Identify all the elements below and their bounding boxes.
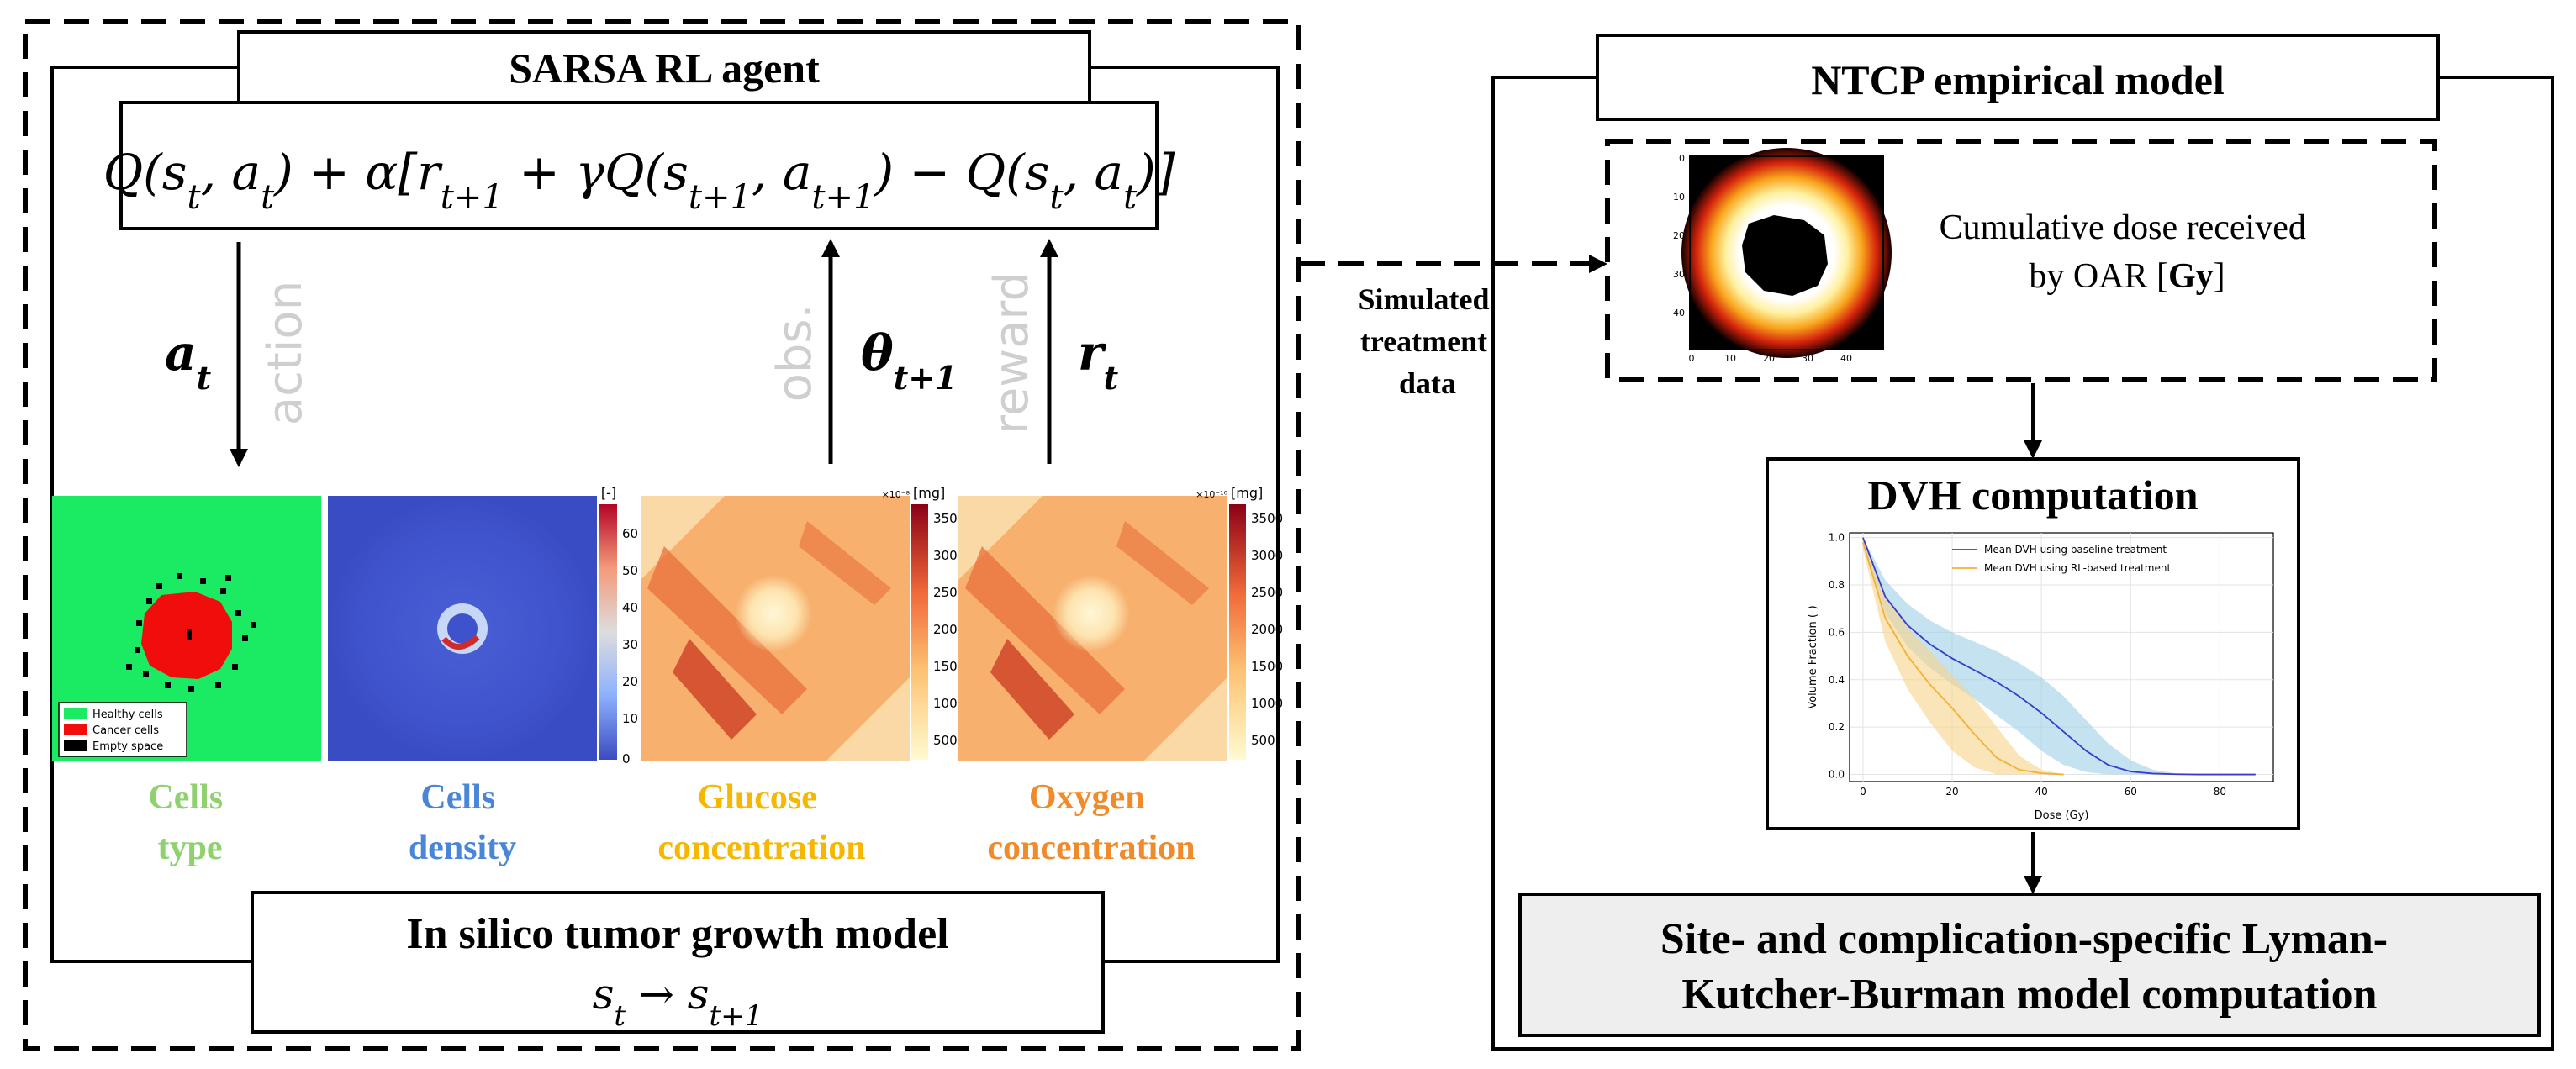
lkb-title: Site- and complication-specific Lyman- K… xyxy=(1660,915,2399,1019)
obs-symbol: θt+1 xyxy=(861,324,958,397)
dvh-x-tick-60: 60 xyxy=(2125,786,2137,798)
density-colorbar-unit: [-] xyxy=(601,485,616,501)
ntcp-title: NTCP empirical model xyxy=(1811,56,2225,103)
dose-map-box xyxy=(1605,139,2437,382)
simulated-data-label: Simulated treatment data xyxy=(1358,282,1497,400)
obs-label: obs. xyxy=(768,304,822,403)
glucose-tick-3000: 3000 xyxy=(933,548,965,563)
equation-box xyxy=(119,101,1159,230)
glucose-tick-1000: 1000 xyxy=(933,696,965,711)
dose-map-x-tick-40: 40 xyxy=(1840,353,1852,364)
dvh-chart: 0 20 40 60 80 0.0 0.2 0.4 0.6 0.8 1.0 Dose (Gy) Vo… xyxy=(1807,532,2274,822)
glucose-colorbar-exp: ×10⁻⁸ xyxy=(882,489,911,500)
sarsa-equation: Q(st, at) + α[rt+1 + γQ(st+1, at+1) − Q(… xyxy=(103,144,1175,217)
dose-map-x-tick-10: 10 xyxy=(1724,353,1736,364)
dvh-y-tick-0.4: 0.4 xyxy=(1829,674,1845,686)
dvh-y-tick-1.0: 1.0 xyxy=(1829,532,1845,544)
oxygen-colorbar-unit: [mg] xyxy=(1231,485,1263,501)
density-tick-30: 30 xyxy=(622,637,638,652)
dose-map-y-tick-30: 30 xyxy=(1673,269,1685,280)
dose-map-y-tick-40: 40 xyxy=(1673,308,1685,319)
glucose-tick-2500: 2500 xyxy=(933,585,965,600)
density-colorbar xyxy=(599,504,617,760)
glucose-tick-500: 500 xyxy=(933,733,958,748)
glucose-colorbar-unit: [mg] xyxy=(913,485,945,501)
oxygen-tick-1500: 1500 xyxy=(1251,659,1283,674)
tumor-model-title: In silico tumor growth model xyxy=(406,910,948,958)
cells-type-legend: Healthy cells Cancer cells Empty space xyxy=(58,702,187,757)
cells-density-label: Cells density xyxy=(409,778,516,867)
dvh-x-tick-40: 40 xyxy=(2035,786,2047,798)
action-label: action xyxy=(258,281,313,425)
cells-type-label: Cells type xyxy=(148,778,231,867)
dvh-x-axis-label: Dose (Gy) xyxy=(2035,809,2089,822)
glucose-tick-3500: 3500 xyxy=(933,511,965,526)
right-outer-frame xyxy=(1491,76,2554,1051)
empty-space-pixels xyxy=(126,573,256,692)
dose-map-y-tick-20: 20 xyxy=(1673,230,1685,241)
oxygen-label: Oxygen concentration xyxy=(987,778,1195,867)
density-tick-50: 50 xyxy=(622,563,638,578)
agent-title: SARSA RL agent xyxy=(509,45,820,92)
density-tick-0: 0 xyxy=(622,751,631,766)
dose-map-y-tick-10: 10 xyxy=(1673,192,1685,203)
legend-cancer: Cancer cells xyxy=(92,724,159,737)
dvh-line-1 xyxy=(1862,542,2064,776)
reward-symbol: rt xyxy=(1078,324,1119,397)
dose-map-y-tick-0: 0 xyxy=(1679,153,1685,164)
tumor-model-transition: st → st+1 xyxy=(593,970,763,1033)
tumor-model-box xyxy=(251,891,1105,1034)
dvh-y-tick-0.2: 0.2 xyxy=(1829,721,1845,733)
oxygen-tick-3000: 3000 xyxy=(1251,548,1283,563)
dvh-line-0 xyxy=(1862,537,2256,776)
oxygen-colorbar xyxy=(1229,504,1246,760)
dvh-x-tick-80: 80 xyxy=(2214,786,2226,798)
cells-type-map: Healthy cells Cancer cells Empty space xyxy=(52,496,321,761)
legend-empty: Empty space xyxy=(92,740,163,753)
glucose-tick-2000: 2000 xyxy=(933,622,965,637)
oxygen-tick-1000: 1000 xyxy=(1251,696,1283,711)
oxygen-tick-3500: 3500 xyxy=(1251,511,1283,526)
oxygen-tick-2500: 2500 xyxy=(1251,585,1283,600)
ntcp-title-box xyxy=(1596,34,2440,121)
dvh-title: DVH computation xyxy=(1867,471,2198,519)
glucose-map: ×10⁻⁸ [mg] 3500 3000 2500 2000 1500 1000… xyxy=(641,485,965,761)
dvh-y-tick-0.0: 0.0 xyxy=(1829,769,1845,781)
reward-label: reward xyxy=(984,271,1039,434)
legend-healthy: Healthy cells xyxy=(92,708,163,721)
lkb-box xyxy=(1518,893,2541,1037)
density-tick-60: 60 xyxy=(622,526,638,541)
glucose-tick-1500: 1500 xyxy=(933,659,965,674)
agent-title-box xyxy=(237,30,1091,104)
action-symbol: at xyxy=(165,324,212,397)
oxygen-map: ×10⁻¹⁰ [mg] 3500 3000 2500 2000 1500 100… xyxy=(958,485,1283,761)
density-tick-10: 10 xyxy=(622,711,638,726)
glucose-colorbar xyxy=(911,504,928,760)
dvh-x-tick-20: 20 xyxy=(1945,786,1958,798)
dose-map-x-tick-30: 30 xyxy=(1802,353,1813,364)
dvh-band-1 xyxy=(1862,537,2064,775)
glucose-label: Glucose concentration xyxy=(657,778,865,867)
right-loop-line xyxy=(1090,66,1280,963)
cells-density-map: [-] 60 50 40 30 20 10 0 xyxy=(328,485,638,766)
dose-map-x-tick-20: 20 xyxy=(1763,353,1775,364)
dose-map-x-tick-0: 0 xyxy=(1689,353,1695,364)
dvh-legend: Mean DVH using baseline treatment Mean D… xyxy=(1952,544,2171,574)
left-dashed-frame xyxy=(23,19,1301,1051)
oxygen-tick-2000: 2000 xyxy=(1251,622,1283,637)
dose-map-caption: Cumulative dose received by OAR [Gy] xyxy=(1940,208,2315,296)
density-tick-40: 40 xyxy=(622,600,638,615)
oxygen-tick-500: 500 xyxy=(1251,733,1275,748)
density-tick-20: 20 xyxy=(622,674,638,689)
dvh-legend-baseline: Mean DVH using baseline treatment xyxy=(1984,544,2167,556)
dvh-y-tick-0.6: 0.6 xyxy=(1829,626,1845,638)
cumulative-dose-map: 0 10 20 30 40 0 10 20 30 40 xyxy=(1673,148,1892,364)
dvh-y-axis-label: Volume Fraction (-) xyxy=(1807,605,1819,708)
dvh-x-tick-0: 0 xyxy=(1860,786,1866,798)
dvh-y-tick-0.8: 0.8 xyxy=(1829,579,1845,591)
dvh-legend-rl: Mean DVH using RL-based treatment xyxy=(1984,562,2171,574)
oxygen-colorbar-exp: ×10⁻¹⁰ xyxy=(1196,489,1227,500)
